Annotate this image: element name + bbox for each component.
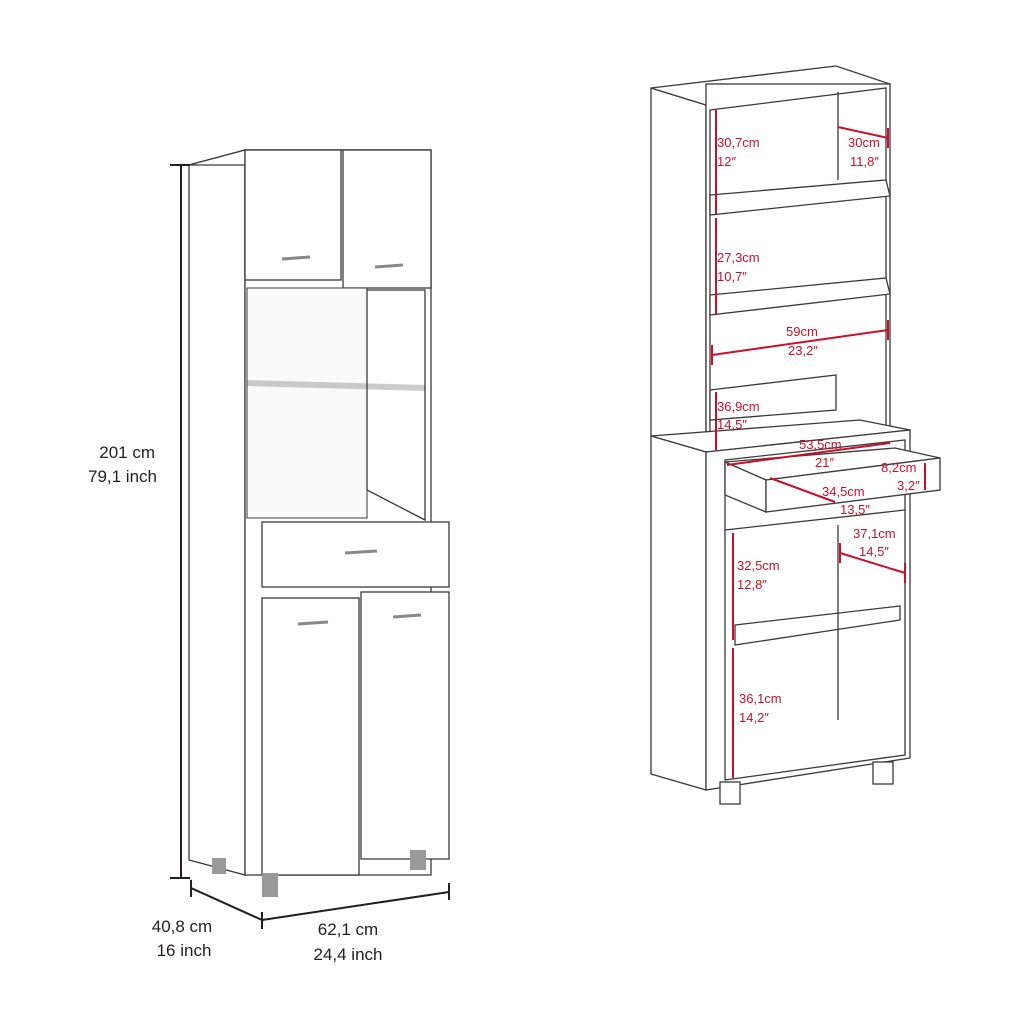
drawer-height-inch: 3,2″ xyxy=(897,478,920,493)
middle-shelf-height-inch: 10,7″ xyxy=(717,269,747,284)
height-cm-label: 201 cm xyxy=(99,443,155,462)
width-cm-label: 62,1 cm xyxy=(318,920,378,939)
drawer-width-cm: 53,5cm xyxy=(799,437,842,452)
drawer-depth-cm: 34,5cm xyxy=(822,484,865,499)
top-shelf-height-inch: 12″ xyxy=(717,154,736,169)
interior-dimension-lines xyxy=(711,110,926,778)
depth-cm-label: 40,8 cm xyxy=(152,917,212,936)
lower-bottom-height-inch: 14,2″ xyxy=(739,710,769,725)
top-shelf-height-cm: 30,7cm xyxy=(717,135,760,150)
lower-bottom-height-cm: 36,1cm xyxy=(739,691,782,706)
drawer-depth-inch: 13,5″ xyxy=(840,502,870,517)
cabinet-line-drawing xyxy=(650,65,941,805)
inner-width-cm: 59cm xyxy=(786,324,818,339)
top-shelf-depth-cm: 30cm xyxy=(848,135,880,150)
inner-width-inch: 23,2″ xyxy=(788,343,818,358)
niche-height-inch: 14,5″ xyxy=(717,417,747,432)
height-inch-label: 79,1 inch xyxy=(88,467,157,486)
drawer-height-cm: 8,2cm xyxy=(881,460,916,475)
lower-upper-height-cm: 32,5cm xyxy=(737,558,780,573)
middle-shelf-height-cm: 27,3cm xyxy=(717,250,760,265)
cabinet-rendered-view xyxy=(188,149,450,897)
depth-dimension-line xyxy=(190,880,263,929)
drawer-width-inch: 21″ xyxy=(815,455,834,470)
niche-height-cm: 36,9cm xyxy=(717,399,760,414)
width-inch-label: 24,4 inch xyxy=(314,945,383,964)
lower-upper-height-inch: 12,8″ xyxy=(737,577,767,592)
top-shelf-depth-inch: 11,8″ xyxy=(850,154,879,169)
interior-dimension-labels: 30,7cm 12″ 30cm 11,8″ 27,3cm 10,7″ 59cm … xyxy=(717,135,920,725)
height-dimension-line xyxy=(170,164,190,879)
lower-depth-cm: 37,1cm xyxy=(853,526,896,541)
lower-depth-inch: 14,5″ xyxy=(859,544,889,559)
depth-inch-label: 16 inch xyxy=(157,941,212,960)
width-dimension-line xyxy=(261,883,450,921)
